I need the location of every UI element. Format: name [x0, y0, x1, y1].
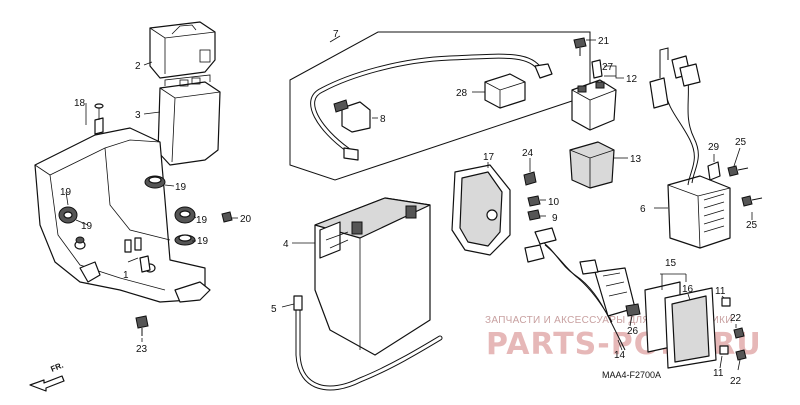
callout-11-a: 11: [715, 286, 726, 297]
callout-19-d: 19: [196, 215, 208, 226]
part-28-starter-relay: [484, 73, 526, 109]
part-4-battery: [314, 197, 431, 356]
part-2-cover: [149, 21, 216, 79]
callout-27: 27: [602, 62, 614, 73]
part-14-harness: [524, 227, 636, 351]
part-5-cable: [293, 295, 443, 391]
part-15-16-panels: [644, 281, 717, 369]
part-25-bolts: [727, 165, 763, 207]
part-1-clips: [124, 237, 151, 273]
callout-25-a: 25: [735, 137, 747, 148]
callout-29: 29: [708, 142, 720, 153]
callout-6: 6: [640, 204, 646, 215]
callout-11-b: 11: [713, 368, 724, 379]
part-27-fuse: [591, 59, 603, 79]
part-6-module: [649, 47, 731, 249]
diagram-code: MAA4-F2700A: [602, 370, 661, 380]
callout-17: 17: [483, 152, 495, 163]
part-21-bolt: [573, 37, 587, 56]
callout-25-b: 25: [746, 220, 758, 231]
callout-22-a: 22: [730, 313, 742, 324]
leader-lines: [65, 35, 753, 371]
callout-1: 1: [123, 270, 129, 281]
callout-18: 18: [74, 98, 86, 109]
part-8-relay: [333, 99, 371, 133]
part-19-grommets: [58, 175, 196, 246]
part-10-9-connectors: [527, 195, 541, 221]
callout-9: 9: [552, 213, 558, 224]
front-direction-arrow: FR.: [29, 361, 65, 392]
callout-15: 15: [665, 258, 677, 269]
callout-5: 5: [271, 304, 277, 315]
part-26-clip: [625, 303, 641, 317]
callout-4: 4: [283, 239, 289, 250]
part-11-22-fasteners: [719, 297, 747, 361]
part-13-relay: [569, 141, 615, 189]
callout-2: 2: [135, 61, 141, 72]
callout-19-a: 19: [175, 182, 187, 193]
callout-3: 3: [135, 110, 141, 121]
callout-20: 20: [240, 214, 252, 225]
callout-13: 13: [630, 154, 642, 165]
callout-23: 23: [136, 344, 148, 355]
part-24-bolt: [523, 171, 537, 186]
callout-19-c: 19: [81, 221, 93, 232]
callout-7: 7: [333, 29, 339, 40]
callout-19-e: 19: [197, 236, 209, 247]
callout-22-b: 22: [730, 376, 742, 387]
callout-14: 14: [614, 350, 626, 361]
part-20-bolt: [221, 211, 233, 223]
part-23-bolt: [135, 315, 149, 336]
callout-16: 16: [682, 284, 694, 295]
callout-19-b: 19: [60, 187, 72, 198]
callout-28: 28: [456, 88, 468, 99]
callout-10: 10: [548, 197, 560, 208]
front-label: FR.: [49, 361, 64, 374]
callout-26: 26: [627, 326, 639, 337]
part-17-side-cover: [451, 164, 511, 256]
watermark-subtitle: ЗАПЧАСТИ И АКСЕССУАРЫ ДЛЯ МОТОТЕХНИКИ: [485, 315, 733, 326]
part-12-relay-box: [571, 79, 617, 131]
part-3-fuse-box: [157, 74, 221, 166]
callout-8: 8: [380, 114, 386, 125]
callout-24: 24: [522, 148, 534, 159]
part-29-clip: [707, 161, 721, 181]
callout-12: 12: [626, 74, 638, 85]
callout-labels: 2 3 18 19 19 19 19 19 20 1 23 4 5 7 8 28…: [60, 29, 758, 387]
callout-21: 21: [598, 36, 610, 47]
